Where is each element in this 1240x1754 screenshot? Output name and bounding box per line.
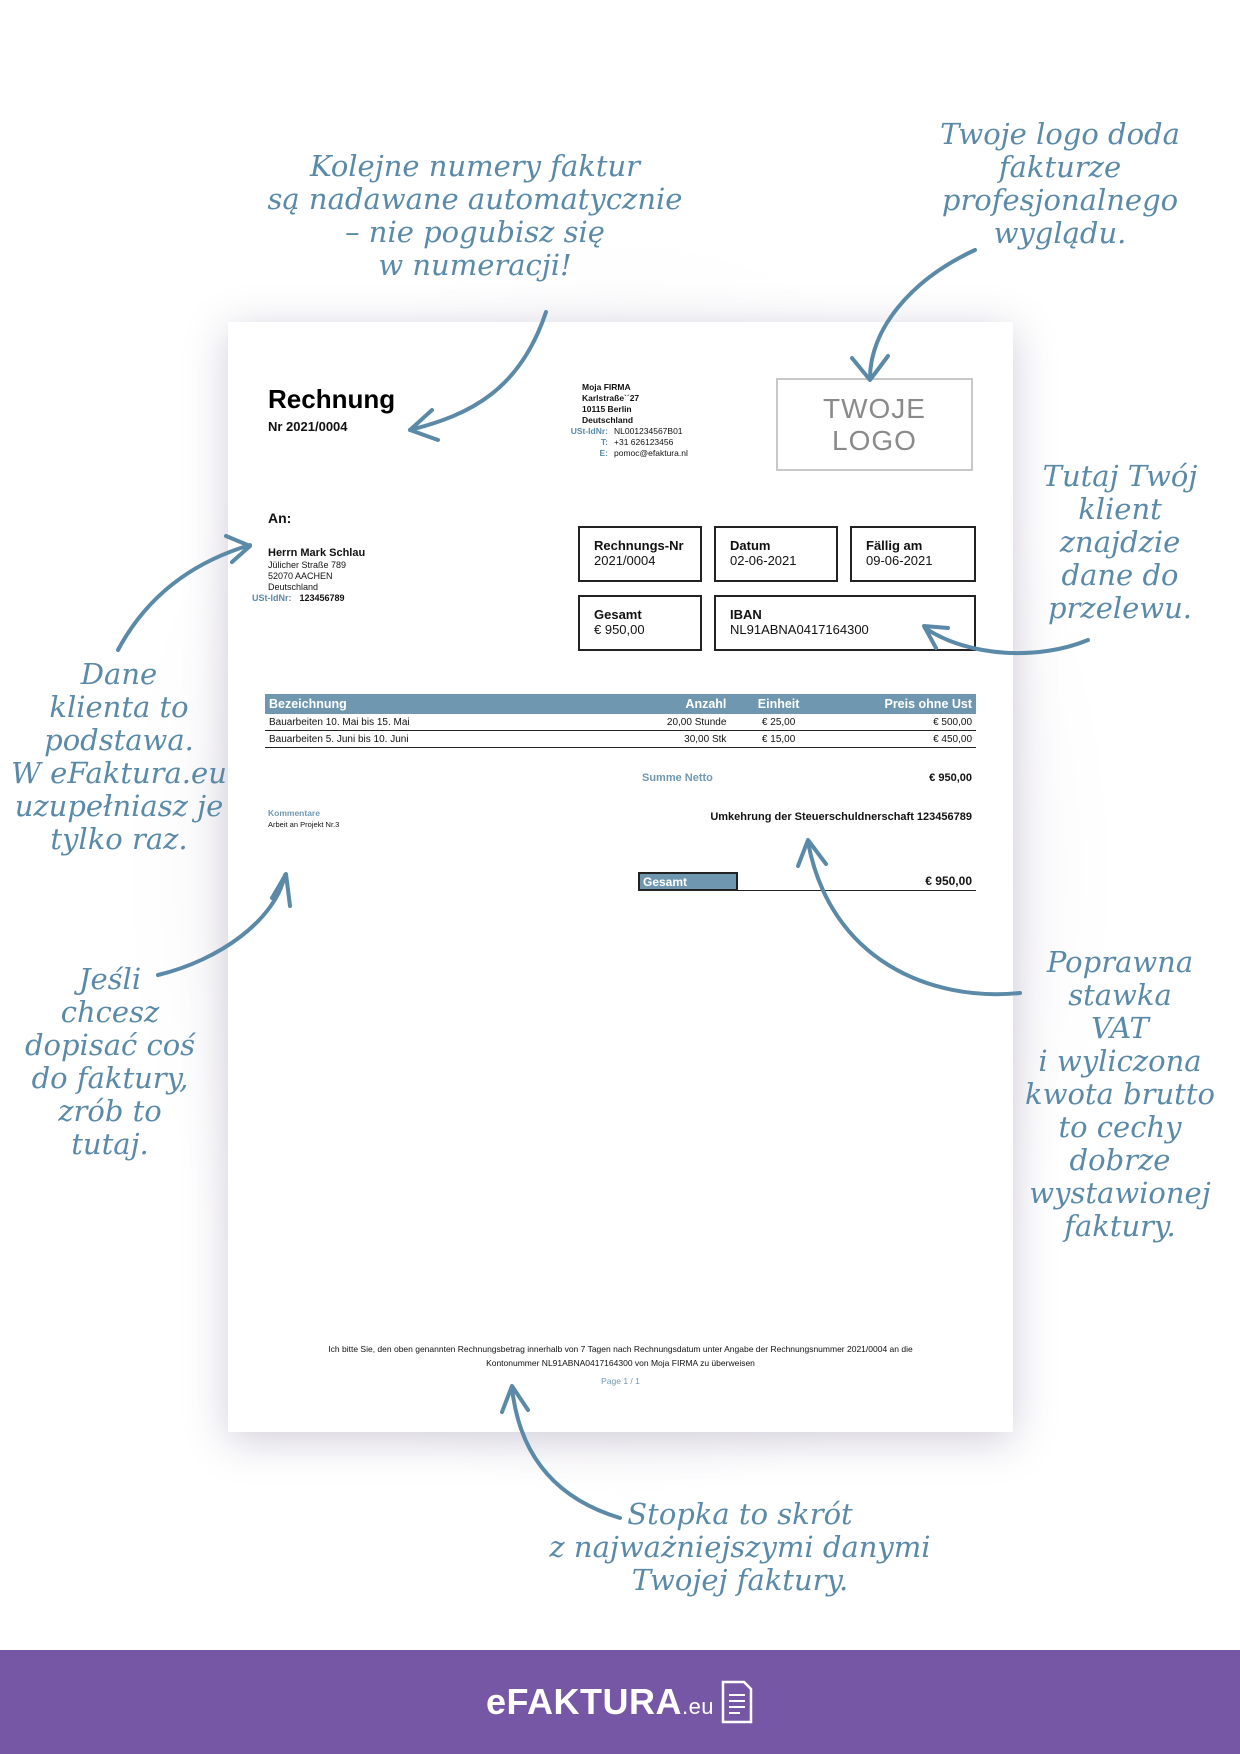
client-vat: USt-IdNr:123456789	[252, 593, 345, 603]
sender-country: Deutschland	[582, 415, 634, 425]
table-header: Bezeichnung Anzahl Einheit Preis ohne Us…	[265, 694, 976, 714]
recipient-label: An:	[268, 510, 292, 526]
client-address: Herrn Mark Schlau Jülicher Straße 789 52…	[252, 546, 366, 604]
net-sum-value: € 950,00	[929, 772, 972, 784]
sender-phone: T:+31 626123456	[600, 437, 674, 447]
comment-label: Kommentare	[268, 808, 320, 818]
annotation-logo: Twoje logo doda fakturze profesjonalnego…	[940, 117, 1180, 250]
invoice-number: Nr 2021/0004	[268, 419, 348, 434]
brand-logo: eFAKTURA.eu	[485, 1681, 715, 1722]
info-box-total: Gesamt€ 950,00	[578, 595, 702, 651]
invoice-title: Rechnung	[268, 384, 396, 414]
client-city: 52070 AACHEN	[268, 571, 333, 581]
client-name: Herrn Mark Schlau	[268, 547, 366, 559]
client-street: Jülicher Straße 789	[268, 560, 347, 570]
invoice-footer: Ich bitte Sie, den oben genannten Rechnu…	[328, 1344, 913, 1368]
annotation-client-data: Dane klienta to podstawa. W eFaktura.eu …	[11, 657, 227, 856]
reverse-charge-note: Umkehrung der Steuerschuldnerschaft 1234…	[710, 811, 972, 823]
sender-city: 10115 Berlin	[582, 404, 632, 414]
total-value: € 950,00	[925, 874, 972, 888]
logo-placeholder: TWOJE LOGO	[776, 378, 973, 471]
total-divider	[638, 890, 976, 891]
annotation-comments: Jeśli chcesz dopisać coś do faktury, zró…	[24, 962, 196, 1161]
net-sum-label: Summe Netto	[642, 772, 713, 784]
sender-company: Moja FIRMA	[582, 382, 631, 392]
table-row: Bauarbeiten 10. Mai bis 15. Mai 20,00 St…	[265, 714, 976, 731]
annotation-footer: Stopka to skrót z najważniejszymi danymi…	[549, 1497, 931, 1597]
sender-email: E:pomoc@efaktura.nl	[599, 448, 688, 458]
sender-address: Moja FIRMA Karlstraße`´27 10115 Berlin D…	[571, 382, 688, 459]
sender-vat: USt-IdNr:NL001234567B01	[570, 426, 683, 436]
items-table: Bezeichnung Anzahl Einheit Preis ohne Us…	[265, 694, 976, 748]
annotation-payment: Tutaj Twój klient znajdzie dane do przel…	[1042, 459, 1198, 625]
client-country: Deutschland	[268, 582, 319, 592]
comment-value: Arbeit an Projekt Nr.3	[268, 820, 340, 829]
total-label: Gesamt	[638, 872, 738, 891]
table-row: Bauarbeiten 5. Juni bis 10. Juni 30,00 S…	[265, 731, 976, 748]
brand-bar: eFAKTURA.eu	[0, 1650, 1240, 1754]
sender-street: Karlstraße`´27	[582, 393, 640, 403]
invoice-sheet: Rechnung Nr 2021/0004 Moja FIRMA Karlstr…	[228, 322, 1013, 1432]
page-number: Page 1 / 1	[601, 1376, 640, 1386]
annotation-vat: Poprawna stawka VAT i wyliczona kwota br…	[1025, 945, 1215, 1243]
document-icon	[721, 1680, 753, 1724]
annotation-numbering: Kolejne numery faktur są nadawane automa…	[267, 149, 683, 282]
